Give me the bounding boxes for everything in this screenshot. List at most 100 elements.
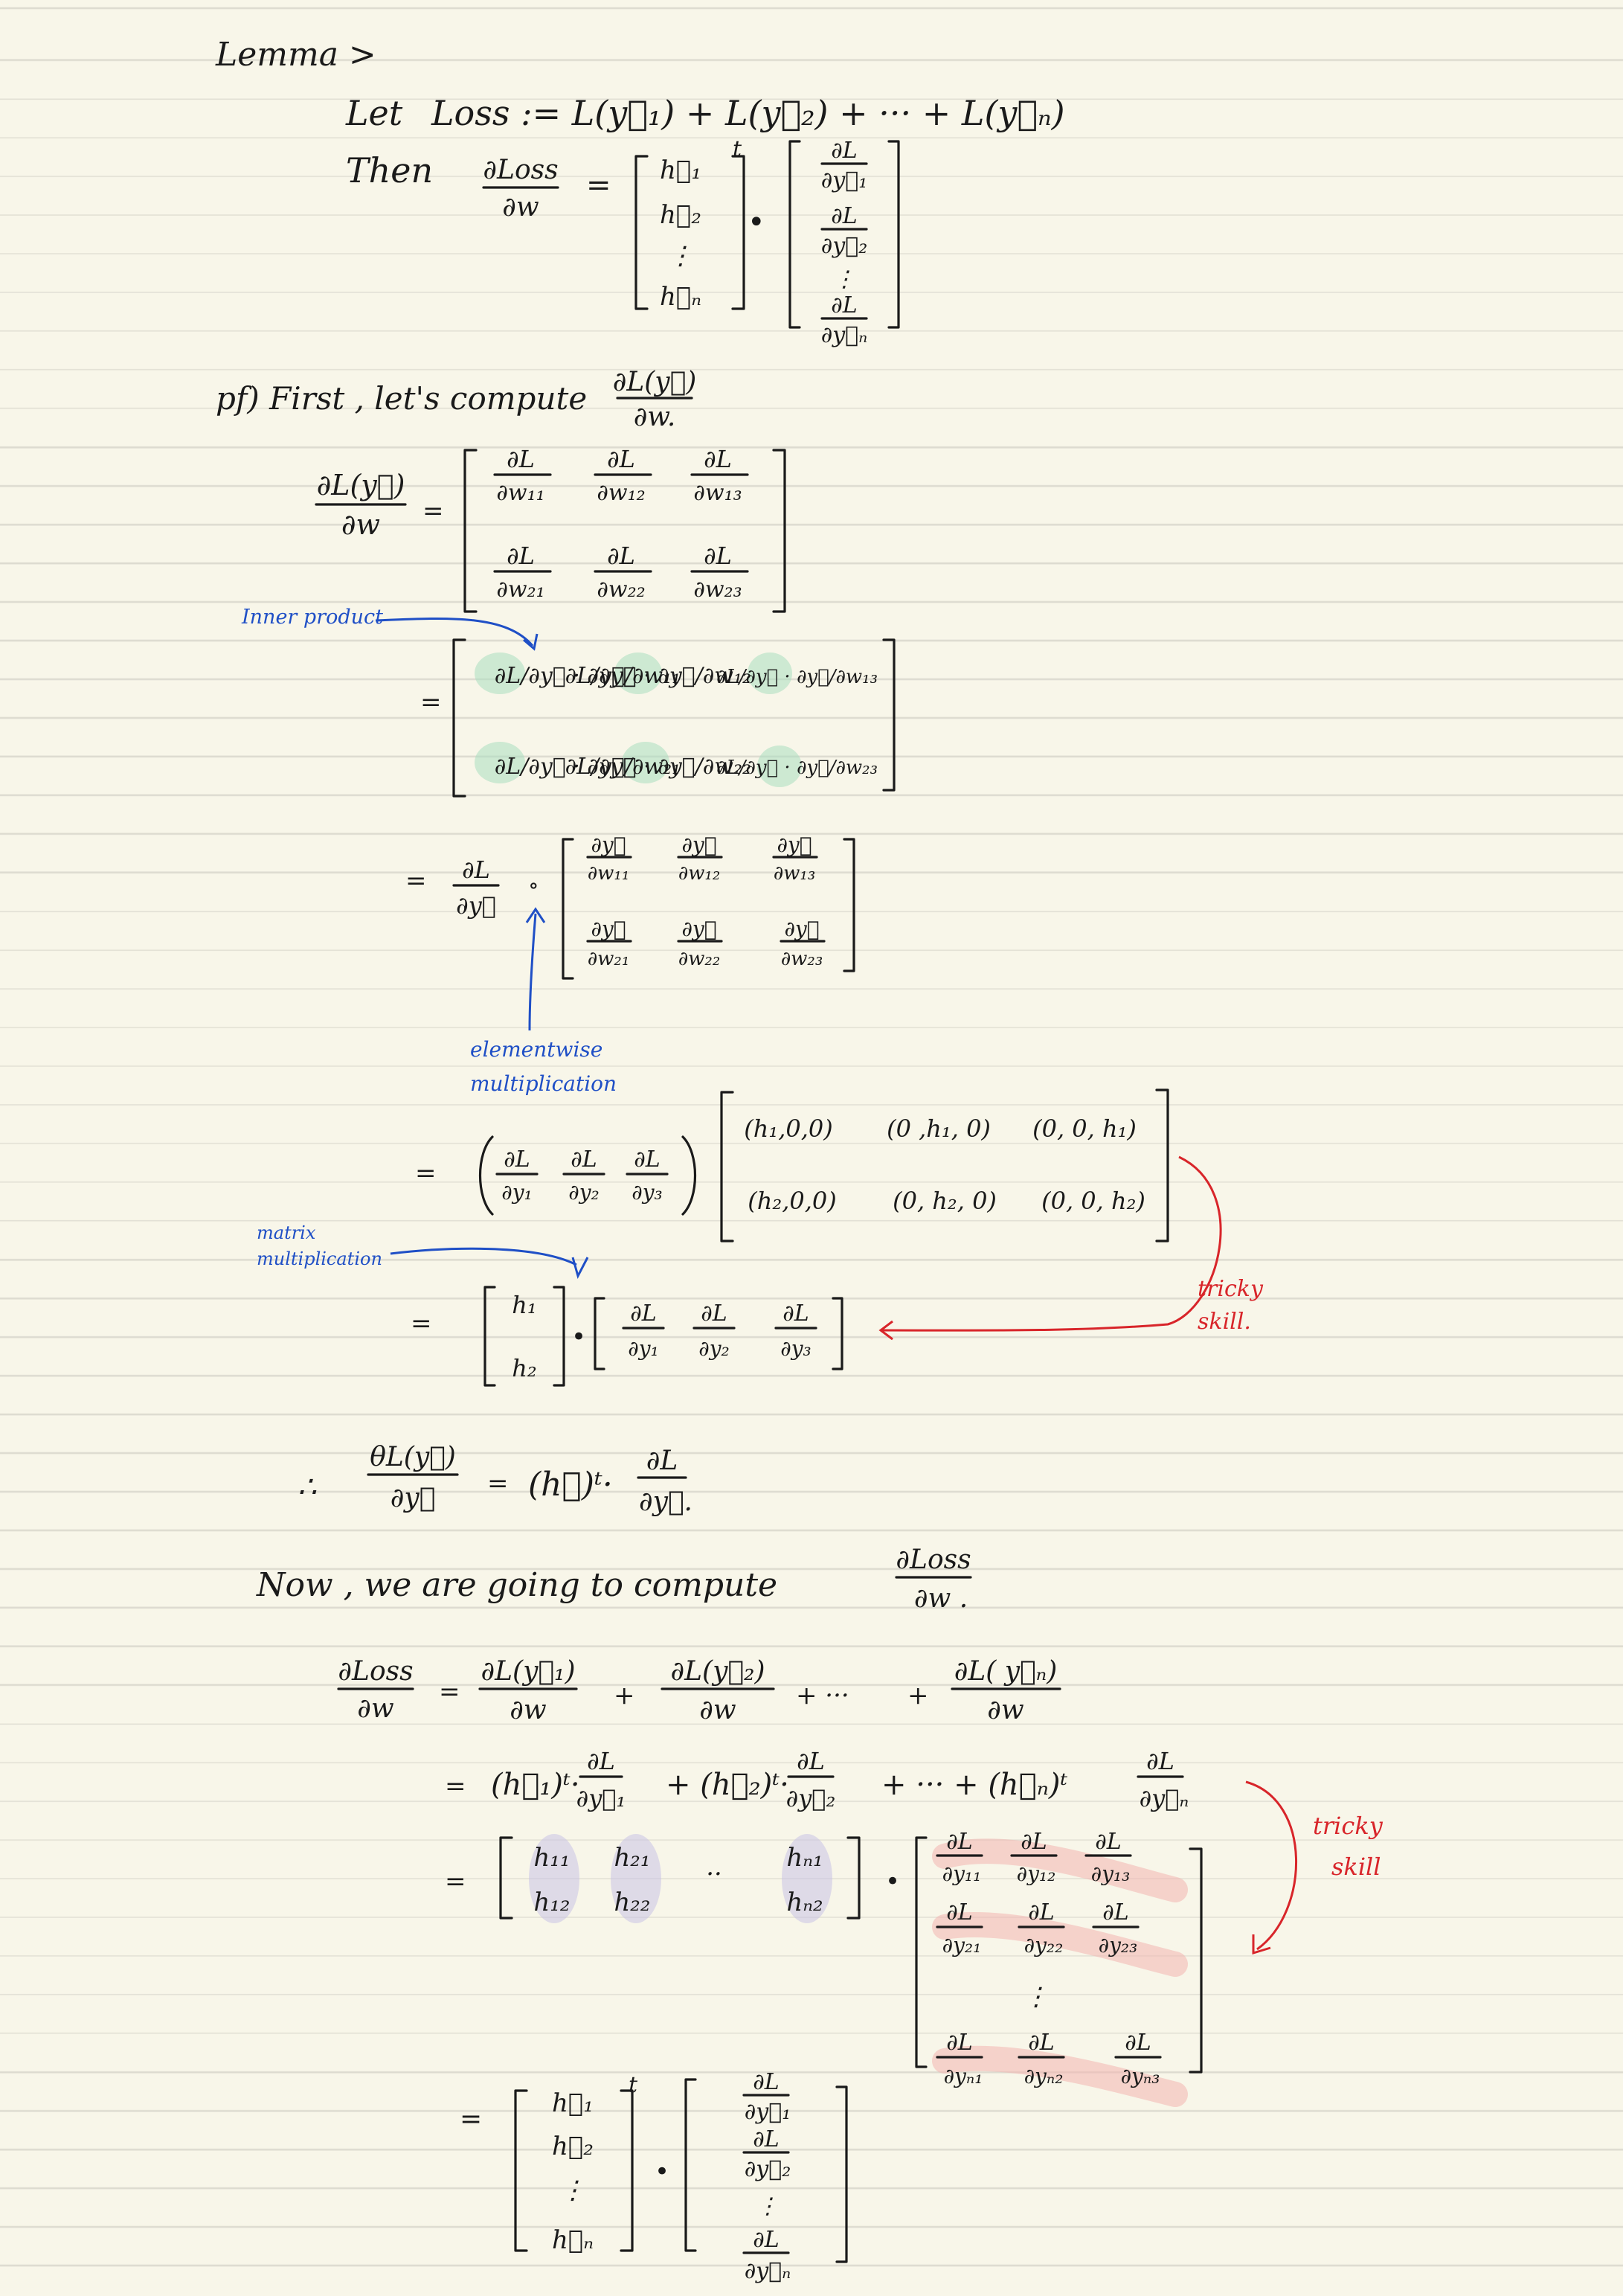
red-arrowhead xyxy=(1252,1934,1271,1955)
svg-text:+: + xyxy=(614,1681,635,1710)
final-gradient-vector: ∂L ∂y⃗₁ ∂L ∂y⃗₂ ⋮ ∂L ∂y⃗ₙ xyxy=(742,2069,791,2284)
therefore-symbol: ∴ xyxy=(298,1470,317,1504)
svg-text:∂L/∂y⃗ · ∂y⃗/∂w₁₁: ∂L/∂y⃗ · ∂y⃗/∂w₁₁ xyxy=(495,663,681,689)
svg-text:∂w₂₁: ∂w₂₁ xyxy=(496,577,544,603)
svg-text:∂L: ∂L xyxy=(634,1147,660,1173)
blue-arrow xyxy=(390,1247,577,1266)
svg-text:∂w.: ∂w. xyxy=(634,402,676,432)
svg-text:∂y₁₁: ∂y₁₁ xyxy=(942,1862,982,1886)
svg-text:∂y⃗: ∂y⃗ xyxy=(456,891,496,920)
svg-text:∂L: ∂L xyxy=(1146,1747,1174,1775)
matrix-bracket-left xyxy=(452,638,466,798)
svg-text:∂L/∂y⃗ · ∂y⃗/∂w₁₃: ∂L/∂y⃗ · ∂y⃗/∂w₁₃ xyxy=(716,666,878,688)
lemma-gradient-vector: ∂L ∂y⃗₁ ∂L ∂y⃗₂ ⋮ ∂L ∂y⃗ₙ xyxy=(820,138,868,348)
svg-text:∂L: ∂L xyxy=(507,445,535,473)
svg-text:θL(y⃗): θL(y⃗) xyxy=(370,1442,456,1472)
matrix-mult-note-line1: matrix xyxy=(257,1222,316,1243)
matrix-bracket-left xyxy=(915,1836,928,2068)
svg-text:∂L: ∂L xyxy=(607,542,635,570)
svg-text:∂w₁₁: ∂w₁₁ xyxy=(496,480,544,506)
tricky-skill-note-line2: skill. xyxy=(1198,1309,1251,1335)
svg-text:∂y⃗: ∂y⃗ xyxy=(391,1483,436,1513)
elementwise-note-line1: elementwise xyxy=(470,1037,602,1062)
svg-text:(0 ,h₁, 0): (0 ,h₁, 0) xyxy=(887,1115,991,1143)
pink-highlights xyxy=(932,1838,1188,2107)
step5-h1: h₁ xyxy=(512,1291,536,1319)
tricky-skill-note-line1: tricky xyxy=(1198,1276,1264,1302)
svg-text:∂L(y⃗): ∂L(y⃗) xyxy=(317,469,405,501)
dot-operator: • xyxy=(655,2157,669,2187)
matrix-bracket-left xyxy=(684,2078,697,2252)
svg-text:∂L: ∂L xyxy=(753,2069,779,2095)
svg-text:∂Loss: ∂Loss xyxy=(896,1545,971,1575)
grad-matrix: ∂L ∂y₁₁ ∂L ∂y₁₂ ∂L ∂y₁₃ ∂L ∂y₂₁ ∂L ∂y₂₂ … xyxy=(936,1829,1162,2088)
matrix-bracket-right xyxy=(1189,1847,1203,2074)
svg-text:∂L/∂y⃗ · ∂y⃗/∂w₁₂: ∂L/∂y⃗ · ∂y⃗/∂w₁₂ xyxy=(565,663,751,689)
svg-text:⋮: ⋮ xyxy=(756,2193,779,2219)
matrix-bracket-right xyxy=(843,838,855,972)
svg-text:∂y₂₃: ∂y₂₃ xyxy=(1099,1933,1138,1957)
let-word: Let xyxy=(345,93,403,133)
svg-text:∂Loss: ∂Loss xyxy=(483,155,558,185)
svg-text:(0, 0, h₂): (0, 0, h₂) xyxy=(1041,1187,1145,1215)
svg-text:∂y₂: ∂y₂ xyxy=(568,1180,600,1205)
svg-text:∂w₁₂: ∂w₁₂ xyxy=(678,862,721,885)
matrix-bracket-left xyxy=(594,1297,605,1370)
step3-matrix: ∂y⃗ ∂w₁₁ ∂y⃗ ∂w₁₂ ∂y⃗ ∂w₁₃ ∂y⃗ ∂w₂₁ ∂y⃗ … xyxy=(586,833,826,970)
svg-text:∂w₁₃: ∂w₁₃ xyxy=(693,480,742,506)
svg-text:∂w: ∂w xyxy=(341,508,380,541)
equals-sign: = xyxy=(586,168,611,202)
svg-text:h⃗ₙ: h⃗ₙ xyxy=(660,282,701,312)
svg-text:∂w₁₂: ∂w₁₂ xyxy=(597,480,645,506)
conclusion-rhs-fraction: ∂L ∂y⃗. xyxy=(637,1446,692,1517)
matrix-bracket-left xyxy=(634,155,649,310)
matrix-bracket-right xyxy=(731,155,745,310)
svg-text:∂y⃗: ∂y⃗ xyxy=(784,917,819,941)
sum-lhs-fraction: ∂Loss ∂w xyxy=(337,1656,414,1724)
equals-sign: = xyxy=(439,1677,460,1707)
elementwise-note-line2: multiplication xyxy=(470,1071,617,1096)
svg-text:hₙ₁: hₙ₁ xyxy=(786,1843,823,1873)
equals-sign: = xyxy=(460,2104,482,2135)
conclusion-lhs-fraction: θL(y⃗) ∂y⃗ xyxy=(367,1442,459,1513)
svg-text:∂y₁₃: ∂y₁₃ xyxy=(1091,1862,1131,1886)
red-arrow xyxy=(1245,1780,1298,1951)
svg-text:∂y₂: ∂y₂ xyxy=(698,1336,730,1361)
svg-text:∂y₁: ∂y₁ xyxy=(501,1180,533,1205)
svg-text:··: ·· xyxy=(706,1859,722,1889)
matrix-bracket-left xyxy=(483,1286,496,1387)
svg-text:h⃗₁: h⃗₁ xyxy=(660,155,701,185)
matrix-bracket-right xyxy=(846,1836,861,1920)
svg-text:∂L: ∂L xyxy=(1021,1829,1047,1855)
blue-arrow xyxy=(375,617,534,647)
matrix-bracket-left xyxy=(499,1836,513,1920)
tricky-skill-2-line2: skill xyxy=(1331,1853,1381,1881)
svg-text:∂w₂₃: ∂w₂₃ xyxy=(781,948,823,970)
svg-text:+ (h⃗₂)ᵗ·: + (h⃗₂)ᵗ· xyxy=(666,1768,789,1802)
dot-operator: • xyxy=(748,205,765,240)
h-matrix: h₁₁ h₂₁ ·· hₙ₁ h₁₂ h₂₂ hₙ₂ xyxy=(533,1843,823,1917)
dot-operator: • xyxy=(885,1867,900,1896)
svg-text:∂L: ∂L xyxy=(462,856,490,884)
svg-text:∂y⃗₂: ∂y⃗₂ xyxy=(786,1784,836,1812)
matrix-bracket-left xyxy=(514,2089,528,2252)
paren-right xyxy=(681,1135,697,1216)
sum-line2: (h⃗₁)ᵗ· ∂L ∂y⃗₁ + (h⃗₂)ᵗ· ∂L ∂y⃗₂ + ··· … xyxy=(491,1747,1189,1812)
conclusion-rhs: (h⃗)ᵗ· xyxy=(528,1466,613,1504)
blue-arrowhead xyxy=(525,907,546,923)
green-highlights xyxy=(475,652,802,787)
svg-text:∂L: ∂L xyxy=(946,1899,972,1925)
purple-highlights xyxy=(529,1834,832,1923)
elementwise-operator: ∘ xyxy=(528,873,539,899)
svg-text:∂L: ∂L xyxy=(753,2227,779,2253)
matrix-bracket-right xyxy=(882,638,896,792)
svg-text:h₁₁: h₁₁ xyxy=(533,1843,570,1873)
step2-matrix-col3: ∂L/∂y⃗ · ∂y⃗/∂w₁₃ ∂L/∂y⃗ · ∂y⃗/∂w₂₂ ∂L/∂… xyxy=(565,666,878,780)
svg-text:∂y⃗: ∂y⃗ xyxy=(681,917,716,941)
svg-text:∂yₙ₁: ∂yₙ₁ xyxy=(944,2064,983,2088)
svg-text:∂w₁₁: ∂w₁₁ xyxy=(588,862,630,885)
svg-text:∂L: ∂L xyxy=(1125,2030,1151,2056)
final-transpose-mark: t xyxy=(629,2072,638,2098)
